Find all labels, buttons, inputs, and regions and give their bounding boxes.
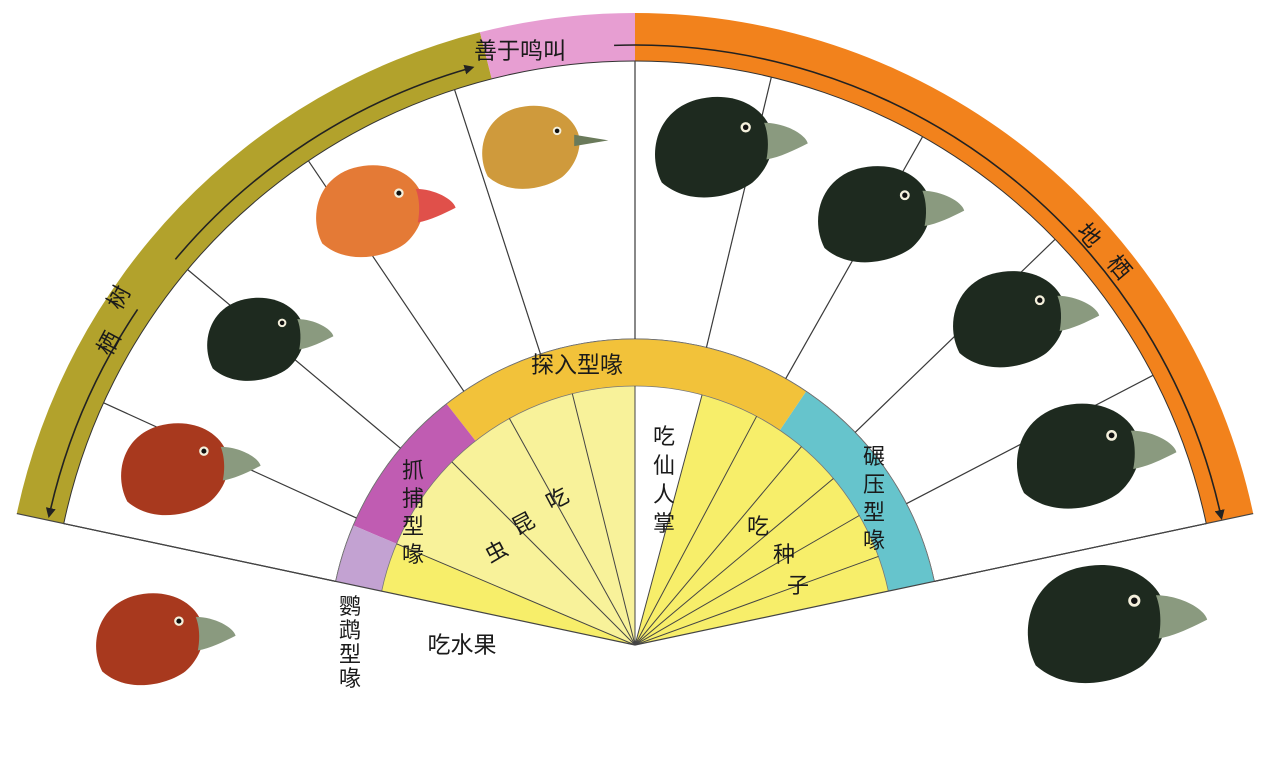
bird-head-large-ground-finch xyxy=(1028,565,1207,683)
eye-pupil xyxy=(555,129,560,134)
finch-head-icon xyxy=(96,593,204,685)
eye-pupil xyxy=(743,125,749,131)
parrot-beak-label-char-0: 鹦 xyxy=(339,595,361,620)
eye-pupil xyxy=(1037,298,1042,303)
eye-pupil xyxy=(396,191,401,196)
cactus-diet-label-char-0: 吃 xyxy=(653,425,675,450)
grasping-beak-label-char-2: 型 xyxy=(402,515,424,540)
probing-beak-label: 探入型喙 xyxy=(531,353,623,379)
eye-pupil xyxy=(1109,433,1115,439)
cactus-diet-label-char-1: 仙 xyxy=(653,454,675,479)
seed-diet-label-char-0: 吃 xyxy=(747,515,769,540)
eye-pupil xyxy=(1131,597,1137,603)
seed-diet-label-char-1: 种 xyxy=(773,543,795,568)
eye-pupil xyxy=(201,449,206,454)
eye-pupil xyxy=(902,193,907,198)
grasping-beak-label-char-1: 捕 xyxy=(402,487,424,512)
singing-label: 善于鸣叫 xyxy=(474,39,566,65)
crushing-beak-label-char-2: 型 xyxy=(863,501,885,526)
cactus-diet-label-char-3: 掌 xyxy=(653,512,675,537)
cactus-diet-label-char-2: 人 xyxy=(653,483,675,508)
eye-pupil xyxy=(280,321,285,326)
fruit-diet-label: 吃水果 xyxy=(428,633,497,659)
eye-pupil xyxy=(176,619,181,624)
beak-shape xyxy=(1156,595,1207,638)
parrot-beak-label-char-3: 喙 xyxy=(339,667,361,692)
seed-diet-label-char-2: 子 xyxy=(787,574,809,599)
finch-head-icon xyxy=(1028,565,1166,683)
crushing-beak-label-char-1: 压 xyxy=(863,473,885,498)
bird-head-vegetarian-finch xyxy=(96,593,236,685)
grasping-beak-label-char-3: 喙 xyxy=(402,543,424,568)
beak-shape xyxy=(196,617,236,651)
crushing-beak-label-char-3: 喙 xyxy=(863,529,885,554)
parrot-beak-label-char-1: 鹉 xyxy=(339,619,361,644)
parrot-beak-label-char-2: 型 xyxy=(339,643,361,668)
grasping-beak-label-char-0: 抓 xyxy=(402,459,424,484)
crushing-beak-label-char-0: 碾 xyxy=(863,445,885,470)
